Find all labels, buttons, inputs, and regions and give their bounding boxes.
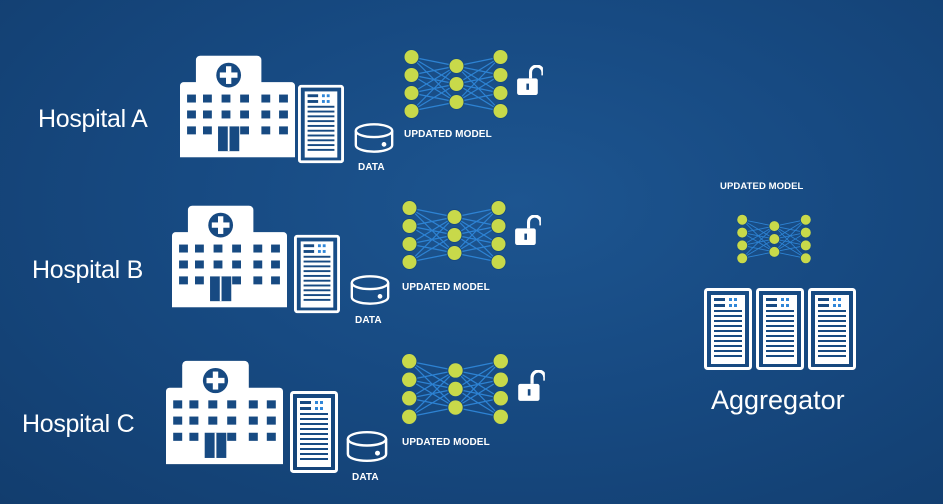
- data-label: DATA: [352, 472, 379, 483]
- hospital-b-label: Hospital B: [32, 256, 143, 284]
- hospital-building-icon: [180, 50, 295, 163]
- data-label: DATA: [355, 315, 382, 326]
- updated-model-label: UPDATED MODEL: [402, 282, 490, 293]
- neural-network-icon: [400, 49, 512, 119]
- updated-model-label: UPDATED MODEL: [404, 129, 492, 140]
- server-rack-icon: [808, 288, 856, 370]
- server-rack-icon: [298, 84, 344, 164]
- data-label: DATA: [358, 162, 385, 173]
- server-rack-icon: [294, 234, 340, 314]
- aggregator-label: Aggregator: [711, 385, 845, 415]
- hospital-building-icon: [166, 355, 283, 470]
- hospital-building-icon: [172, 200, 287, 313]
- server-rack-icon: [756, 288, 804, 370]
- database-icon: [350, 274, 390, 306]
- neural-network-icon: [398, 200, 510, 270]
- neural-network-icon: [398, 353, 512, 425]
- hospital-c-label: Hospital C: [22, 410, 135, 438]
- aggregator-updated-model-label: UPDATED MODEL: [720, 181, 804, 192]
- unlocked-padlock-icon: [516, 65, 543, 96]
- unlocked-padlock-icon: [514, 215, 541, 246]
- updated-model-label: UPDATED MODEL: [402, 437, 490, 448]
- database-icon: [346, 430, 388, 463]
- unlocked-padlock-icon: [517, 370, 545, 402]
- server-rack-icon: [290, 391, 338, 473]
- neural-network-icon: [735, 214, 813, 264]
- hospital-a-label: Hospital A: [38, 105, 148, 133]
- database-icon: [354, 122, 394, 154]
- server-rack-icon: [704, 288, 752, 370]
